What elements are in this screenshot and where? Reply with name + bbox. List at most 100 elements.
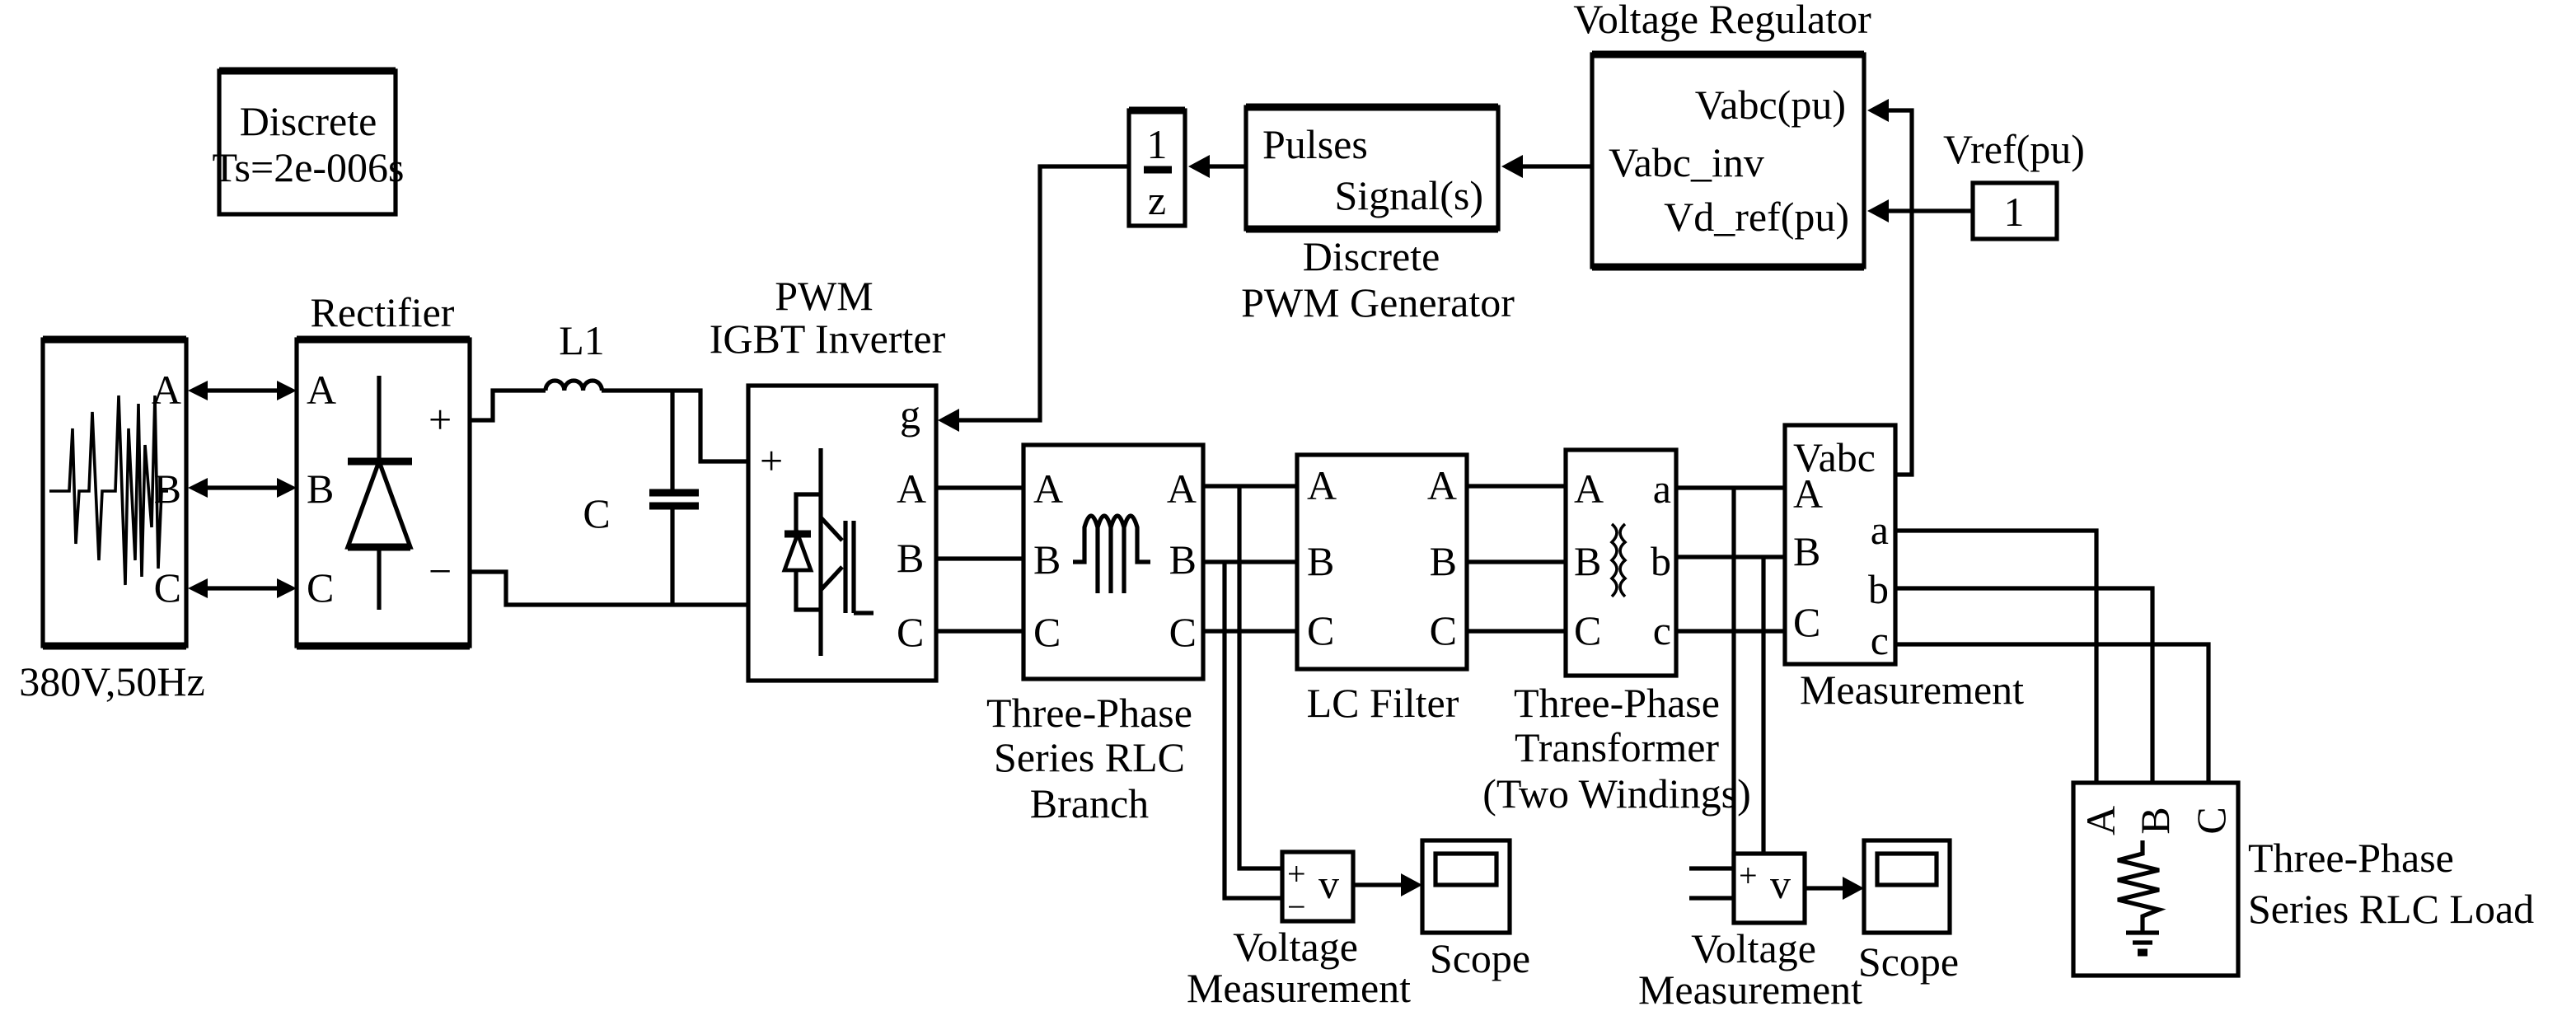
voltage-regulator-block[interactable]: Voltage Regulator Vabc(pu) Vabc_inv Vd_r…: [1573, 0, 1871, 271]
port-label-c: C: [1033, 609, 1061, 655]
port-label-b-out: B: [1169, 536, 1197, 583]
three-phase-source-block[interactable]: A B C 380V,50Hz: [19, 335, 205, 704]
port-label-b: B: [1793, 528, 1820, 574]
scope-screen-icon: [1433, 851, 1499, 887]
v-output-label: v: [1318, 861, 1339, 907]
scope-screen-icon: [1875, 851, 1939, 887]
resistor-ground-icon: [2117, 840, 2166, 957]
port-label-a: A: [152, 367, 181, 413]
waveform-icon: [49, 395, 168, 586]
lc-filter-title: LC Filter: [1307, 680, 1459, 726]
port-label-a: A: [1033, 466, 1063, 512]
capacitor-label: C: [583, 490, 610, 536]
port-label-b: B: [1307, 538, 1334, 584]
regulator-title: Voltage Regulator: [1573, 0, 1871, 42]
load-title-2: Series RLC Load: [2248, 886, 2534, 932]
transformer-measurement-wires: [1676, 485, 1785, 901]
vd-ref-port-label: Vd_ref(pu): [1664, 194, 1849, 240]
measurement-title: Measurement: [1800, 667, 2024, 713]
transformer-title-1: Three-Phase: [1514, 680, 1720, 726]
lc-transformer-wires: [1467, 484, 1566, 634]
vm1-title-2: Measurement: [1187, 965, 1411, 1011]
inverter-rlc-wires: [936, 485, 1023, 634]
port-label-a: A: [1574, 466, 1604, 512]
port-label-c: C: [1793, 599, 1820, 645]
lc-filter-block[interactable]: A B C A B C LC Filter: [1295, 452, 1469, 726]
transformer-block[interactable]: A B C a b c Three-Phase Transformer (Two…: [1482, 447, 1751, 817]
port-label-b: B: [307, 466, 334, 512]
port-label-c-out: c: [1653, 607, 1671, 653]
series-rlc-branch-block[interactable]: A B C A B C Three-Phase Series RLC Branc…: [986, 442, 1206, 826]
port-label-a: A: [1793, 470, 1823, 517]
inductor-label: L1: [559, 317, 605, 363]
vref-label: Vref(pu): [1943, 126, 2085, 172]
gate-signal-line: [956, 164, 1129, 423]
transformer-coil-icon: [1609, 522, 1628, 598]
v-output-label: v: [1770, 861, 1791, 907]
port-label-g: g: [900, 391, 920, 438]
powergui-discrete-block[interactable]: Discrete Ts=2e-006s: [212, 67, 405, 217]
delay-numerator: 1: [1147, 121, 1168, 167]
igbt-icon: [781, 448, 873, 656]
vabc-port-label: Vabc: [1793, 434, 1876, 480]
voltage-measurement-2-block[interactable]: + − v Voltage Measurement: [1638, 851, 1862, 1011]
igbt-inverter-block[interactable]: PWM IGBT Inverter + g A B C: [710, 273, 946, 683]
three-phase-measurement-block[interactable]: Vabc A B C a b c Measurement: [1782, 423, 2024, 713]
vabc-feedback-line: [1885, 108, 1914, 477]
constant-value: 1: [2004, 189, 2025, 235]
rlc-title-3: Branch: [1030, 780, 1149, 826]
inductor-icon: [543, 378, 604, 391]
vm1-title-1: Voltage: [1233, 924, 1358, 970]
port-label-b: B: [1033, 536, 1061, 583]
dc-link-wiring: [470, 378, 748, 607]
unit-delay-block[interactable]: 1 z: [1126, 106, 1187, 228]
rlc-title-2: Series RLC: [994, 734, 1185, 780]
pwm-title-1: Discrete: [1303, 233, 1440, 279]
measurement-load-wires: [1895, 528, 2211, 783]
port-label-c: C: [2188, 807, 2234, 834]
port-label-b: B: [2132, 807, 2178, 834]
vabc-inv-port-label: Vabc_inv: [1609, 139, 1764, 185]
port-label-c-out: C: [1430, 607, 1457, 653]
delay-denominator: z: [1148, 177, 1166, 223]
rectifier-block[interactable]: Rectifier A B C + −: [294, 289, 472, 650]
port-label-c: C: [1574, 607, 1601, 653]
scope-2-block[interactable]: Scope: [1858, 838, 1959, 985]
pulses-port-label: Pulses: [1262, 121, 1368, 167]
port-label-b: B: [154, 466, 181, 512]
scope-1-block[interactable]: Scope: [1420, 838, 1530, 981]
port-label-c: C: [307, 564, 334, 611]
port-label-a-out: a: [1653, 466, 1671, 512]
port-label-a-out: A: [1167, 466, 1197, 512]
port-label-c: C: [897, 609, 924, 655]
vm2-title-2: Measurement: [1638, 967, 1862, 1011]
port-label-c: C: [1307, 607, 1334, 653]
transformer-title-2: Transformer: [1515, 724, 1719, 770]
port-label-c-out: C: [1169, 609, 1197, 655]
port-label-c-out: c: [1871, 617, 1889, 663]
port-label-c: C: [154, 564, 181, 611]
inverter-title-1: PWM: [775, 273, 873, 319]
scope-2-title: Scope: [1858, 938, 1959, 985]
port-label-a: A: [1307, 462, 1337, 508]
port-label-a: A: [307, 367, 336, 413]
voltage-measurement-1-block[interactable]: + − v Voltage Measurement: [1187, 850, 1411, 1011]
series-rlc-load-block[interactable]: A B C Three-Phase Series RLC Load: [2071, 780, 2534, 978]
rlc-title-1: Three-Phase: [986, 690, 1192, 736]
signal-port-label: Signal(s): [1334, 172, 1483, 218]
port-label-b-out: B: [1430, 538, 1457, 584]
discrete-pwm-generator-block[interactable]: Pulses Signal(s) Discrete PWM Generator: [1241, 103, 1515, 325]
load-title-1: Three-Phase: [2248, 835, 2454, 881]
port-label-b: B: [897, 535, 924, 581]
solver-sample-time: Ts=2e-006s: [212, 144, 404, 190]
minus-label: −: [1287, 888, 1306, 925]
pwm-title-2: PWM Generator: [1241, 279, 1515, 325]
solver-mode: Discrete: [240, 98, 377, 144]
scope-1-title: Scope: [1430, 935, 1530, 981]
rlc-coil-icon: [1073, 513, 1150, 593]
plus-label: +: [1739, 857, 1758, 894]
source-rectifier-connections: [188, 381, 297, 598]
port-label-b: B: [1574, 538, 1601, 584]
vref-constant-block[interactable]: Vref(pu) 1: [1943, 126, 2085, 241]
